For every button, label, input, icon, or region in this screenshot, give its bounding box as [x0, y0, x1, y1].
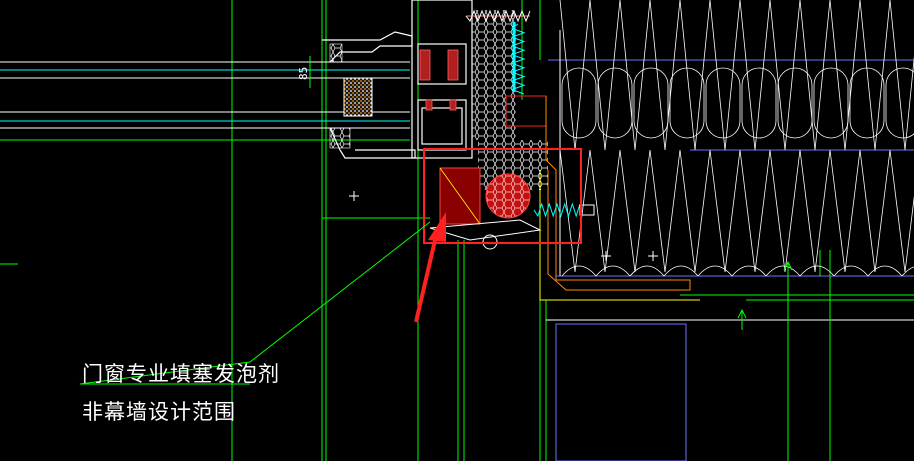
crosshair-icon: [349, 191, 658, 261]
screw-top: [465, 9, 531, 23]
dimension-text: 85: [297, 66, 310, 80]
mineral-wool-zigzag: [559, 0, 914, 277]
screw-right: [533, 202, 595, 218]
pointer-arrow-icon: [414, 212, 446, 323]
annotation-foam-filler: 门窗专业填塞发泡剂: [82, 362, 280, 386]
foam-filler: [429, 167, 542, 250]
leader-line: [79, 221, 431, 385]
insulation-fill: [472, 10, 516, 140]
frame-red-gaskets: [419, 49, 459, 111]
green-arrows: [737, 260, 793, 330]
screw-icon: [510, 22, 526, 95]
glazing-spacer: [329, 43, 373, 149]
highlight-box: [423, 148, 582, 244]
annotation-scope: 非幕墙设计范围: [82, 400, 236, 424]
